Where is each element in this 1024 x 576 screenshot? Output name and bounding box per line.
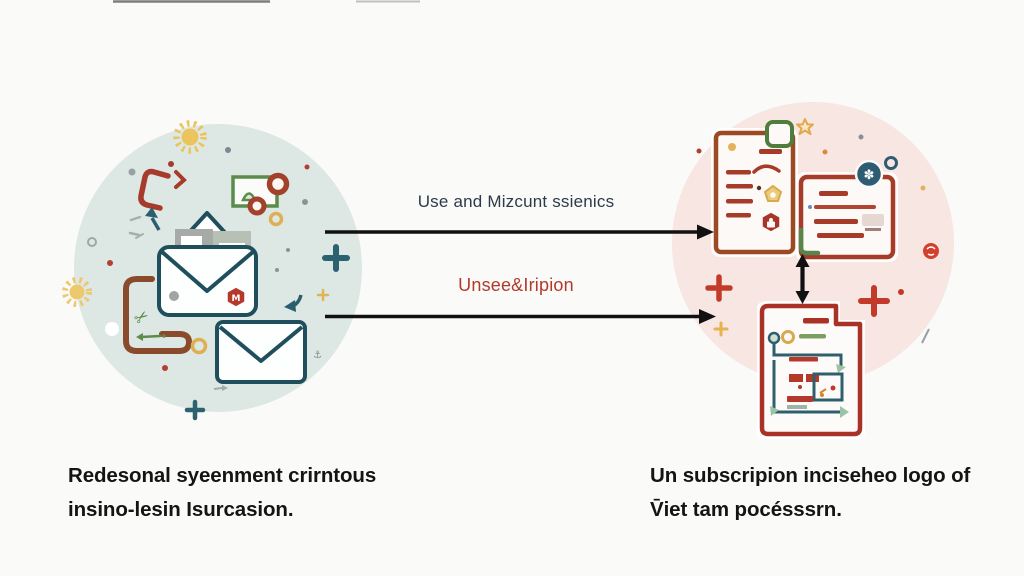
- arrow-top: [325, 224, 714, 240]
- spark-mark: [819, 388, 827, 394]
- arrow-bottom: [325, 309, 716, 324]
- deco-dot: [820, 393, 824, 397]
- right-circle-background: [672, 102, 954, 384]
- left-circle-background: [74, 124, 362, 412]
- left-caption-line1: Redesonal syeenment crirntous: [68, 464, 377, 487]
- deco-dot: [798, 385, 802, 389]
- flow-arrowhead: [840, 406, 849, 418]
- right-caption: Un subscripion inciseheo logo of V̄iet t…: [650, 459, 990, 527]
- flow-arrowhead: [770, 406, 779, 416]
- right-caption-line2: V̄iet tam pocésssrn.: [650, 498, 842, 521]
- arrow-bottom-label: Unsee&Iripion: [458, 275, 574, 295]
- right-caption-line1: Un subscripion inciseheo logo of: [650, 464, 971, 487]
- left-caption-line2: insino-lesin Isurcasion.: [68, 498, 294, 521]
- left-caption: Redesonal syeenment crirntous insino-les…: [68, 459, 408, 527]
- arrow-top-label: Use and Mizcunt ssienics: [417, 192, 615, 211]
- deco-dot: [830, 385, 836, 391]
- deco-dot: [696, 148, 702, 154]
